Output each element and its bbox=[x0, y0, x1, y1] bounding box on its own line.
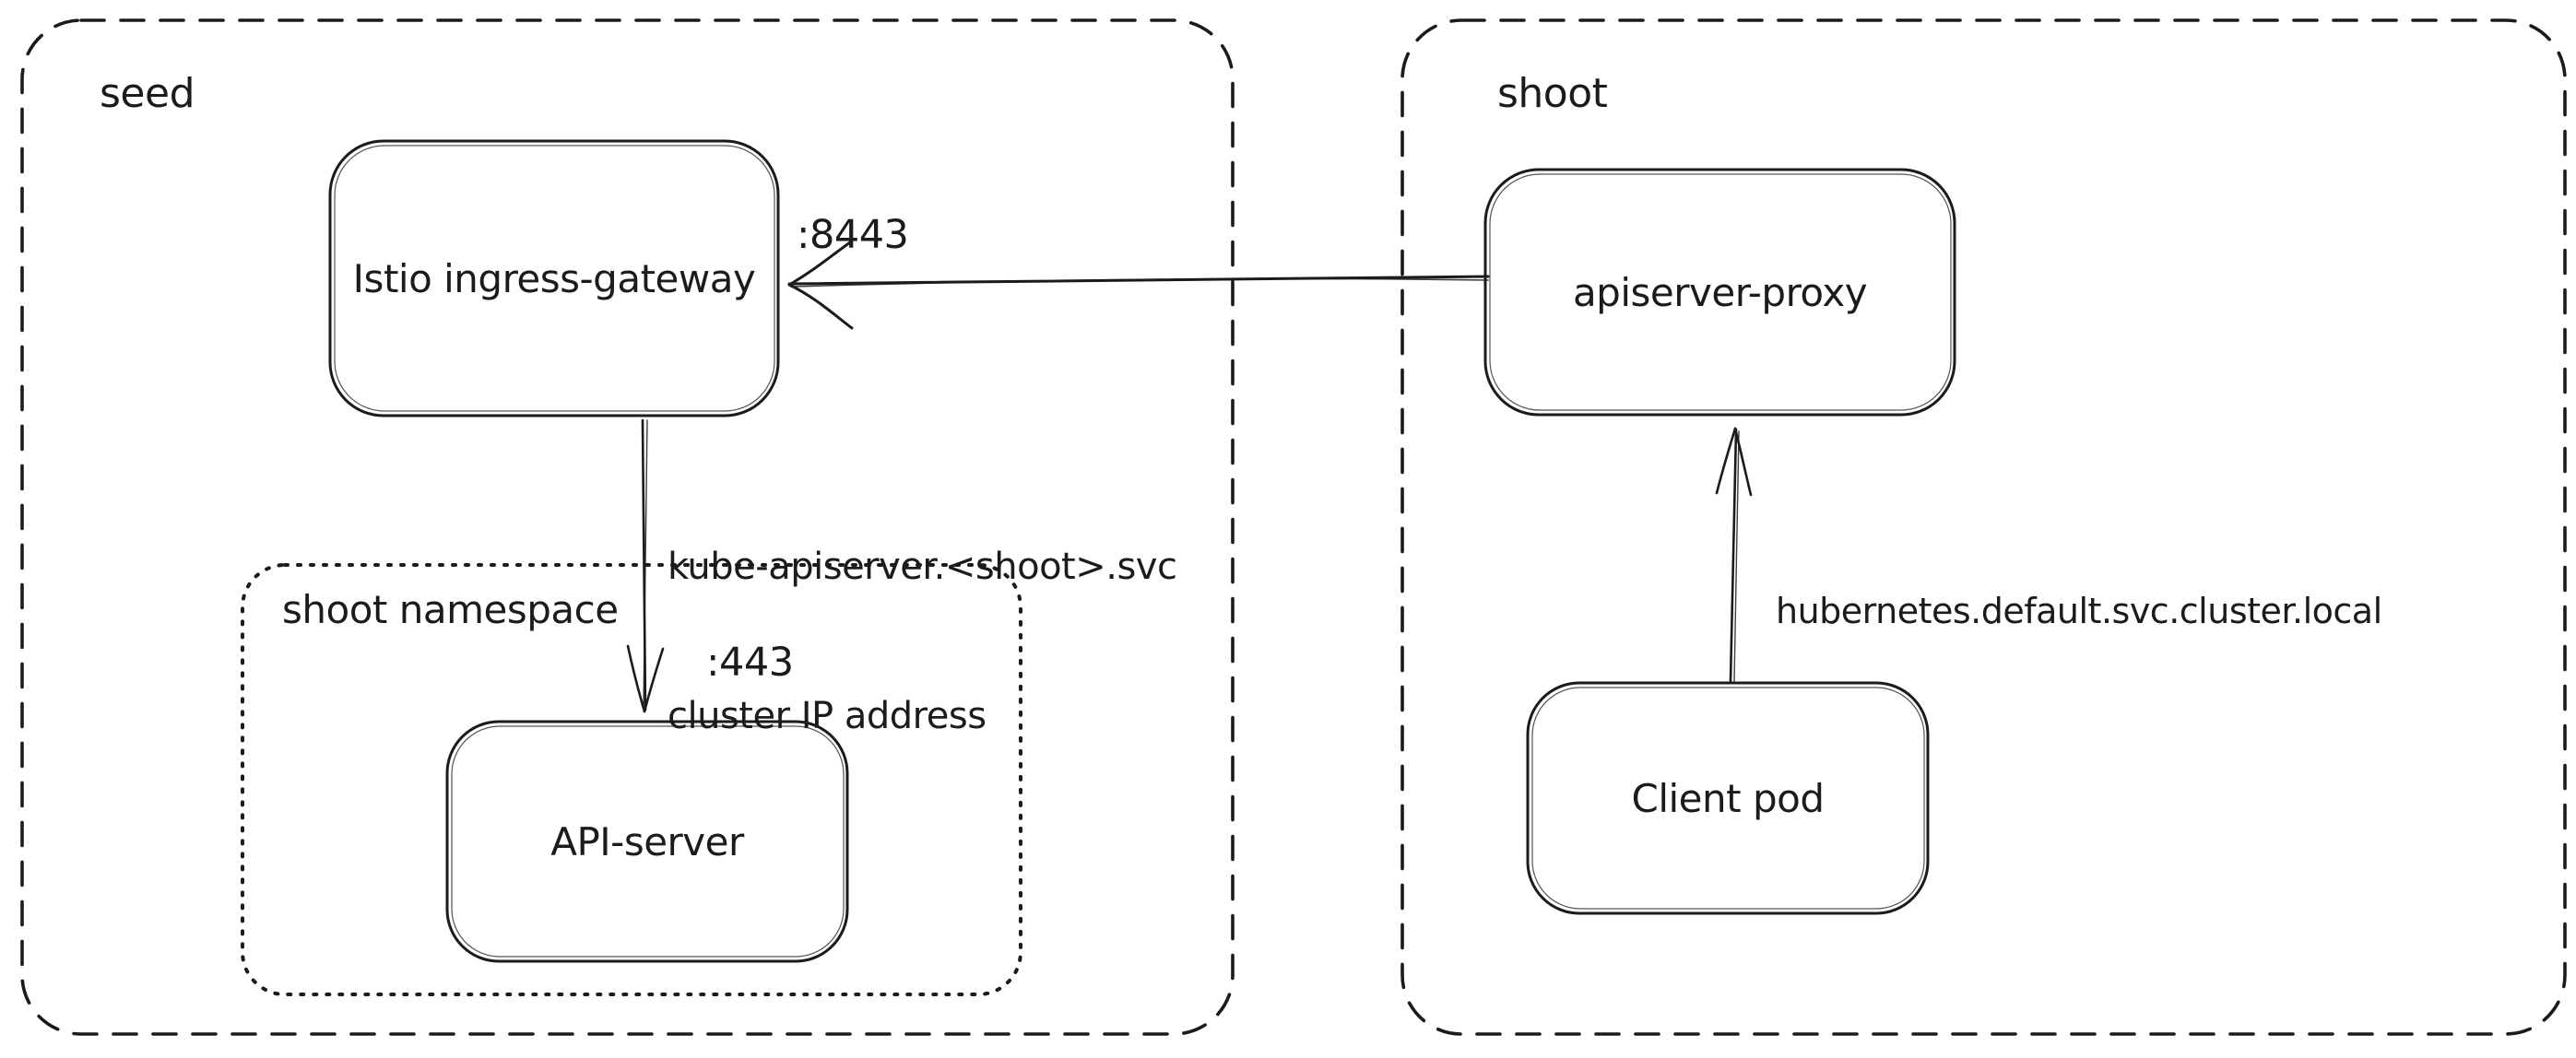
arrow-apiserver-proxy-to-istio bbox=[787, 241, 1490, 330]
api-server-node bbox=[445, 720, 849, 963]
arrow-istio-to-api-server bbox=[626, 418, 665, 713]
shoot-namespace-label: shoot namespace bbox=[282, 587, 619, 632]
client-pod-node-sketch-echo bbox=[1531, 687, 1925, 910]
seed-label: seed bbox=[100, 70, 195, 117]
kube-apiserver-dns-label: kube-apiserver.<shoot>.svc cluster IP ad… bbox=[668, 442, 1177, 841]
apiserver-proxy-node bbox=[1483, 168, 1956, 417]
api-server-node-sketch-echo bbox=[451, 725, 845, 958]
client-pod-node bbox=[1526, 681, 1930, 915]
kube-apiserver-dns-line2: cluster IP address bbox=[668, 695, 987, 737]
api-server-label: API-server bbox=[550, 818, 744, 864]
shoot-label: shoot bbox=[1497, 70, 1608, 117]
seed-container-outline bbox=[20, 18, 1235, 1036]
apiserver-proxy-label: apiserver-proxy bbox=[1572, 269, 1868, 315]
arrow-client-pod-to-apiserver-proxy bbox=[1715, 427, 1753, 683]
shoot-namespace-outline bbox=[241, 563, 1022, 996]
istio-ingress-gateway-node-sketch-echo bbox=[334, 145, 775, 412]
shoot-container-outline bbox=[1400, 18, 2567, 1036]
kube-apiserver-dns-line1: kube-apiserver.<shoot>.svc bbox=[668, 546, 1177, 588]
port-8443-label: :8443 bbox=[797, 212, 909, 258]
istio-ingress-gateway-node bbox=[328, 139, 780, 417]
client-pod-label: Client pod bbox=[1631, 775, 1825, 821]
apiserver-proxy-node-sketch-echo bbox=[1489, 173, 1952, 411]
kubernetes-dns-label: hubernetes.default.svc.cluster.local bbox=[1776, 591, 2382, 631]
istio-ingress-gateway-label: Istio ingress-gateway bbox=[352, 255, 756, 301]
port-443-label: :443 bbox=[706, 640, 794, 686]
